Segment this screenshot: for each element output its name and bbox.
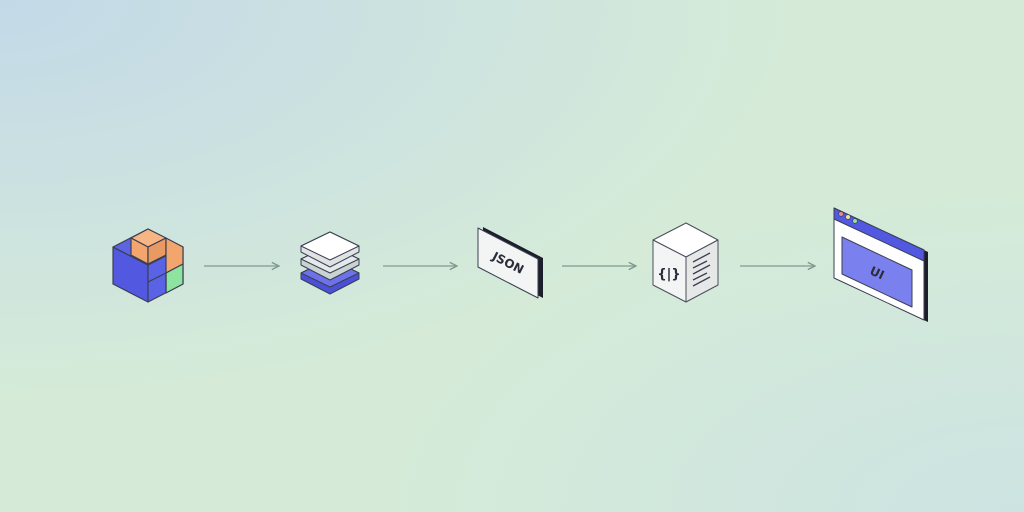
colored-blocks-cube-icon [112,228,184,303]
window-dot-green [852,218,858,224]
window-dot-yellow [845,214,851,220]
code-brackets-glyph: {|} [657,267,680,282]
json-card-icon: JSON [477,227,543,299]
text-lines-icon [692,252,711,287]
layer-stack-icon [300,231,360,295]
ui-label: UI [868,264,887,283]
window-dot-red [838,211,844,217]
code-box-icon: {|} [652,222,719,303]
browser-window-icon: UI [833,207,928,322]
